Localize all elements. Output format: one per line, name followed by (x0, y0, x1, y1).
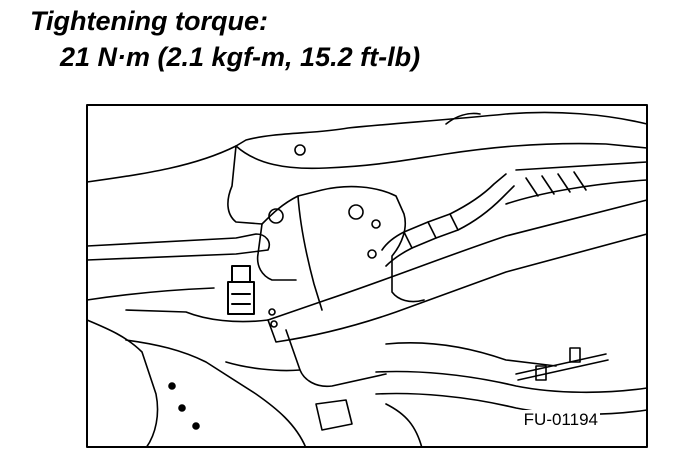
torque-value: 21 N·m (2.1 kgf-m, 15.2 ft-lb) (60, 42, 421, 72)
figure-id: FU-01194 (521, 410, 600, 430)
figure-frame (86, 104, 648, 448)
technical-illustration: FU-01194 (86, 104, 648, 448)
torque-heading: Tightening torque: (30, 6, 268, 36)
lower-pipe (375, 370, 648, 394)
upper-panel (86, 111, 648, 183)
crossmember (86, 233, 271, 261)
ribbed-panel (505, 161, 648, 205)
pipe-clip (515, 347, 609, 381)
main-rail (267, 199, 648, 321)
mount-bracket (227, 145, 425, 303)
harness-connector (381, 173, 515, 267)
lower-body (86, 319, 159, 448)
bolt (227, 265, 255, 315)
